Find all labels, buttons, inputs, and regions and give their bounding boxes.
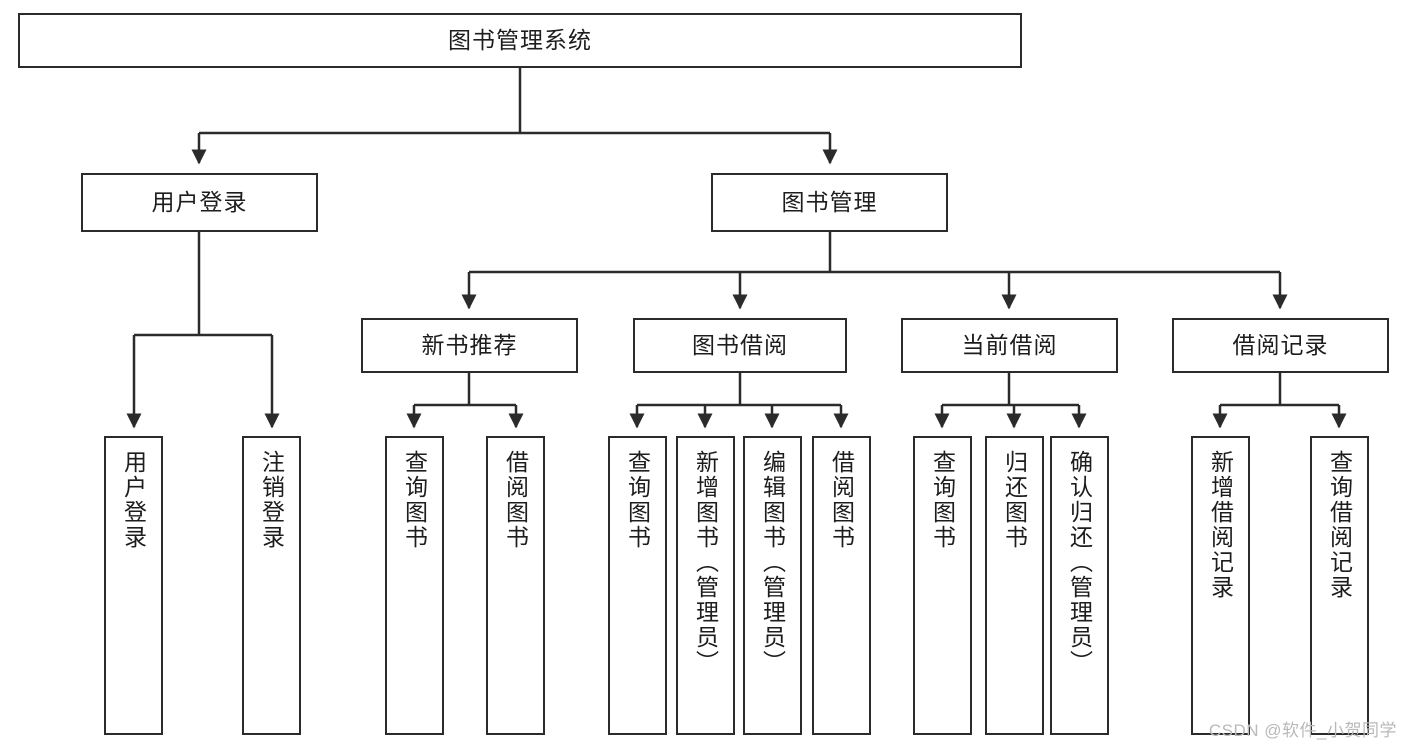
node-book-management-label: 图书管理	[781, 189, 878, 216]
node-leaf-query-book-1-label: 查询图书	[401, 450, 428, 550]
node-leaf-user-login-label: 用户登录	[120, 450, 147, 550]
node-leaf-add-book-admin-label: 新增图书（管理员）	[692, 450, 719, 675]
node-leaf-add-book-admin[interactable]: 新增图书（管理员）	[676, 436, 735, 735]
node-current-borrow[interactable]: 当前借阅	[901, 318, 1118, 373]
node-leaf-query-book-3[interactable]: 查询图书	[913, 436, 972, 735]
node-leaf-query-book-1[interactable]: 查询图书	[385, 436, 444, 735]
node-leaf-query-book-2-label: 查询图书	[624, 450, 651, 550]
node-user-login-label: 用户登录	[151, 189, 248, 216]
node-leaf-return-book-label: 归还图书	[1001, 450, 1028, 550]
node-current-borrow-label: 当前借阅	[961, 332, 1058, 359]
node-new-book-recommend[interactable]: 新书推荐	[361, 318, 578, 373]
node-borrow-records-label: 借阅记录	[1232, 332, 1329, 359]
node-leaf-confirm-return-admin-label: 确认归还（管理员）	[1066, 450, 1093, 675]
node-borrow-records[interactable]: 借阅记录	[1172, 318, 1389, 373]
node-leaf-borrow-book-1-label: 借阅图书	[502, 450, 529, 550]
node-root-label: 图书管理系统	[448, 27, 592, 54]
node-leaf-query-book-2[interactable]: 查询图书	[608, 436, 667, 735]
node-leaf-add-borrow-record-label: 新增借阅记录	[1207, 450, 1234, 600]
node-root[interactable]: 图书管理系统	[18, 13, 1022, 68]
node-leaf-borrow-book-2-label: 借阅图书	[828, 450, 855, 550]
csdn-watermark: CSDN @软件_小贺同学	[1208, 721, 1397, 740]
node-leaf-user-login[interactable]: 用户登录	[104, 436, 163, 735]
node-new-book-recommend-label: 新书推荐	[421, 332, 518, 359]
node-leaf-borrow-book-1[interactable]: 借阅图书	[486, 436, 545, 735]
node-leaf-user-logout-label: 注销登录	[258, 450, 285, 550]
node-leaf-confirm-return-admin[interactable]: 确认归还（管理员）	[1050, 436, 1109, 735]
node-leaf-edit-book-admin-label: 编辑图书（管理员）	[759, 450, 786, 675]
node-book-management[interactable]: 图书管理	[711, 173, 948, 232]
node-leaf-add-borrow-record[interactable]: 新增借阅记录	[1191, 436, 1250, 735]
node-leaf-query-borrow-record[interactable]: 查询借阅记录	[1310, 436, 1369, 735]
node-leaf-return-book[interactable]: 归还图书	[985, 436, 1044, 735]
node-book-borrow[interactable]: 图书借阅	[633, 318, 847, 373]
node-user-login[interactable]: 用户登录	[81, 173, 318, 232]
node-leaf-query-borrow-record-label: 查询借阅记录	[1326, 450, 1353, 600]
node-leaf-edit-book-admin[interactable]: 编辑图书（管理员）	[743, 436, 802, 735]
node-book-borrow-label: 图书借阅	[692, 332, 788, 359]
node-leaf-borrow-book-2[interactable]: 借阅图书	[812, 436, 871, 735]
node-leaf-query-book-3-label: 查询图书	[929, 450, 956, 550]
node-leaf-user-logout[interactable]: 注销登录	[242, 436, 301, 735]
